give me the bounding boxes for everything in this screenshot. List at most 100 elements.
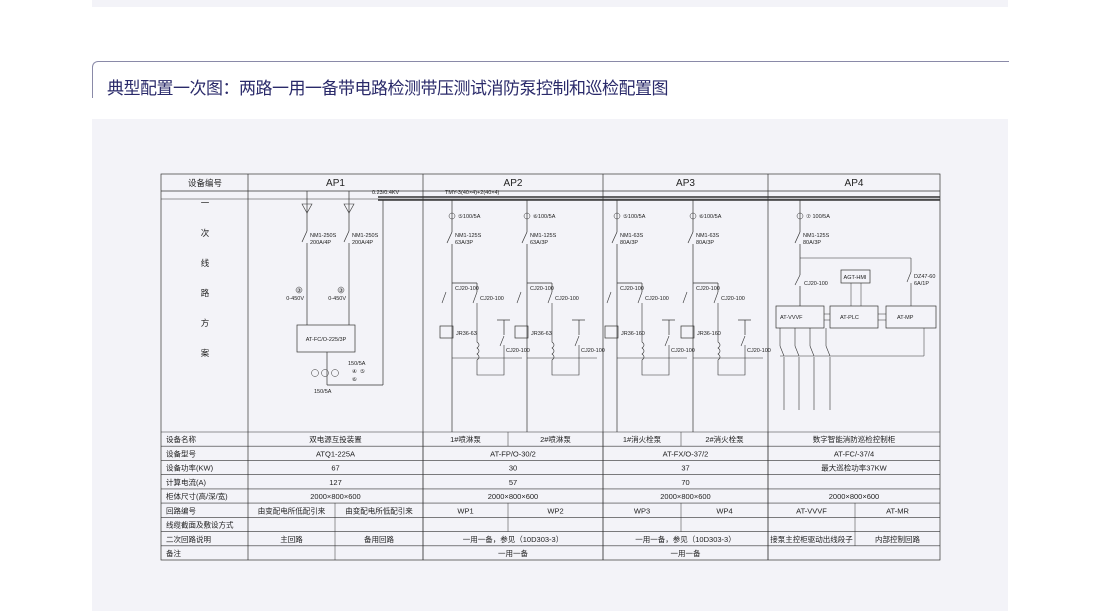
current-transformer-icon — [311, 369, 319, 377]
current-transformer-icon — [796, 212, 804, 220]
panel-label-AP4: AP4 — [845, 178, 864, 189]
ct-ratio: ⑦ 100/5A — [806, 213, 830, 220]
breaker-rating: 63A/3P — [455, 240, 473, 246]
ats-box-label: AT-FC/O-225/3P — [306, 337, 347, 343]
table-cell: 一用一备 — [671, 548, 701, 558]
contactor-contact — [606, 291, 612, 304]
scheme-label-char: 一 — [201, 198, 210, 208]
row-label: 设备名称 — [166, 434, 196, 444]
thermal-relay-label: JR36-63 — [531, 331, 552, 337]
meter-number: ⑥ — [352, 376, 357, 383]
row-label: 设备型号 — [166, 448, 196, 458]
breaker-rating: 200A/4P — [310, 240, 331, 246]
thermal-relay-box — [604, 325, 619, 339]
contactor-contact — [682, 291, 688, 304]
plc-box — [829, 305, 879, 329]
current-transformer-icon — [448, 212, 456, 220]
current-transformer-icon — [523, 212, 531, 220]
breaker-rating: 80A/3P — [696, 240, 714, 246]
table-cell: 一用一备 — [498, 548, 528, 558]
scheme-label-char: 线 — [201, 258, 210, 268]
title-frame — [92, 61, 1009, 98]
ct-ratio: ⑥100/5A — [699, 213, 722, 220]
row-label: 计算电流(A) — [166, 477, 206, 487]
table-frame — [160, 173, 941, 561]
table-cell: 30 — [509, 464, 517, 473]
table-cell: 数字智能消防巡检控制柜 — [813, 434, 896, 444]
scheme-label-char: 案 — [201, 348, 210, 358]
contactor-contact — [574, 335, 580, 347]
ct-ratio: 150/5A — [348, 361, 366, 367]
table-cell: 2#喷淋泵 — [540, 434, 571, 444]
table-cell: WP4 — [716, 506, 732, 515]
table-cell: WP1 — [457, 506, 473, 515]
hmi-box — [840, 269, 871, 284]
contactor-label: CJ20-100 — [581, 348, 605, 354]
table-cell: 主回路 — [280, 534, 303, 544]
table-cell: 备用回路 — [364, 534, 394, 544]
current-transformer-icon — [331, 369, 339, 377]
contactor-label: CJ20-100 — [747, 348, 771, 354]
contactor-label: CJ20-100 — [671, 348, 695, 354]
contactor-label: CJ20-100 — [804, 281, 828, 287]
vvvf-label: AT-VVVF — [780, 315, 803, 321]
motor-winding — [717, 303, 746, 376]
motor-winding — [476, 303, 505, 376]
contactor-label: CJ20-100 — [620, 286, 644, 292]
contactor-contact — [740, 335, 746, 347]
table-cell: 2000×800×600 — [310, 492, 360, 501]
contactor-label: CJ20-100 — [455, 286, 479, 292]
ats-box — [296, 324, 356, 353]
scheme-label-char: 次 — [201, 228, 210, 238]
hmi-label: AGT-HMI — [844, 275, 867, 281]
breaker-model: NM1-125S — [530, 233, 557, 239]
table-cell: 一用一备，参见（10D303-3） — [635, 534, 735, 544]
meter-number: ④ — [352, 368, 357, 375]
breaker-contact — [794, 231, 801, 244]
row-label: 二次回路说明 — [166, 534, 211, 544]
current-transformer-icon — [689, 212, 697, 220]
table-cell: AT-MR — [886, 506, 909, 515]
mcb-contact — [906, 271, 912, 283]
panel-label-AP2: AP2 — [504, 178, 523, 189]
contactor-contact — [664, 335, 670, 347]
row-label: 柜体尺寸(高/深/宽) — [166, 491, 228, 501]
ct-ratio: ⑤100/5A — [623, 213, 646, 220]
table-cell: AT-FP/O-30/2 — [490, 449, 536, 458]
table-cell: 2000×800×600 — [829, 492, 879, 501]
table-cell: 由变配电所低配引来 — [345, 505, 413, 515]
table-cell: 2#消火栓泵 — [705, 434, 744, 444]
breaker-model: NM1-63S — [696, 233, 720, 239]
thermal-relay-label: JR36-63 — [456, 331, 477, 337]
table-cell: 1#消火栓泵 — [623, 434, 662, 444]
table-cell: 1#喷淋泵 — [450, 434, 481, 444]
cable-termination-icon — [301, 203, 313, 214]
breaker-contact — [301, 230, 308, 243]
mp-label: AT-MP — [897, 315, 914, 321]
current-transformer-icon — [613, 212, 621, 220]
bus-spec: TMY-3(40×4)+2(40×4) — [445, 190, 500, 196]
cable-termination-icon — [343, 203, 355, 214]
table-cell: 37 — [681, 464, 689, 473]
breaker-contact — [343, 230, 350, 243]
table-cell: WP3 — [634, 506, 650, 515]
ct-ratio: ⑥100/5A — [533, 213, 556, 220]
voltmeter-icon — [295, 286, 303, 294]
page-title: 典型配置一次图：两路一用一备带电路检测带压测试消防泵控制和巡检配置图 — [107, 79, 669, 99]
thermal-relay-box — [514, 325, 529, 339]
mcb-model: DZ47-60 — [914, 274, 935, 280]
table-cell: 70 — [681, 478, 689, 487]
table-cell: 接泵主控柜驱动出线段子 — [770, 534, 853, 544]
contactor-contact — [499, 335, 505, 347]
thermal-relay-label: JR36-160 — [621, 331, 645, 337]
bus-voltage: 0.23/0.4KV — [372, 190, 400, 196]
ct-ratio: 150/5A — [314, 389, 332, 395]
breaker-rating: 63A/3P — [530, 240, 548, 246]
table-cell: 内部控制回路 — [875, 534, 920, 544]
voltmeter-range: 0-450V — [328, 296, 346, 302]
breaker-rating: 80A/3P — [620, 240, 638, 246]
scheme-label-char: 方 — [201, 318, 210, 328]
output-contact — [779, 345, 785, 357]
breaker-model: NM1-250S — [310, 233, 337, 239]
table-cell: 127 — [329, 478, 342, 487]
